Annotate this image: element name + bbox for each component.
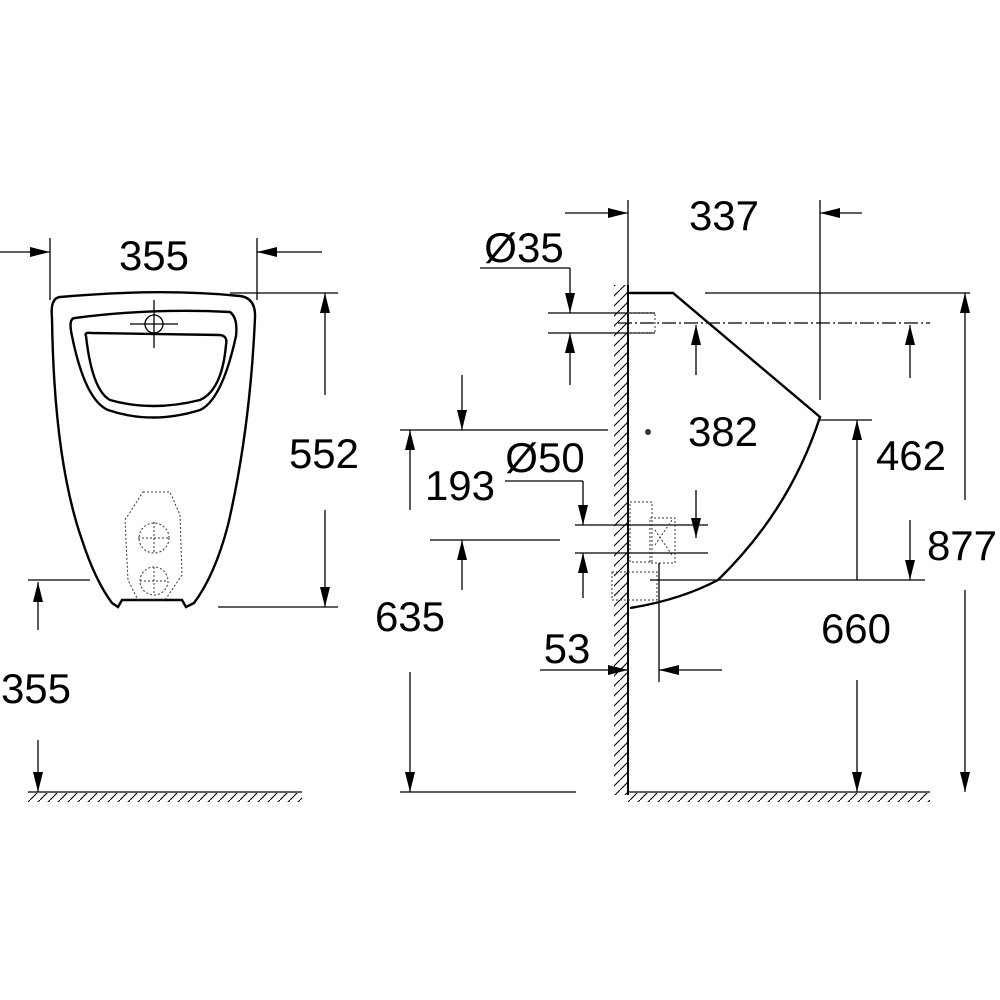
front-view: 355 552 355: [0, 232, 359, 802]
dim-877: 877: [927, 522, 997, 569]
floor-hatch: [28, 793, 302, 802]
height-dimension: 552: [289, 430, 359, 477]
inlet-diameter-label: Ø35: [484, 224, 563, 271]
trap-hidden: [611, 501, 676, 601]
dim-193: 193: [425, 462, 495, 509]
dim-462: 462: [876, 432, 946, 479]
dim-660: 660: [821, 605, 891, 652]
depth-dimension: 337: [689, 192, 759, 239]
urinal-side-outline: [628, 291, 822, 610]
dim-635: 635: [375, 593, 445, 640]
bowl-inner: [84, 331, 228, 408]
outlet-diameter-label: Ø50: [505, 434, 584, 481]
dim-53: 53: [544, 625, 591, 672]
center-mark-icon: [645, 429, 651, 435]
urinal-front-outline: [50, 291, 257, 609]
width-dimension: 355: [119, 232, 189, 279]
outlet-circle: [138, 522, 170, 554]
bowl-rim: [69, 309, 238, 419]
mount-height-dimension: 355: [1, 665, 71, 712]
dim-382: 382: [688, 408, 758, 455]
wall-hatch: [614, 285, 627, 795]
side-view: 337 Ø35 382 462 877 660: [375, 192, 997, 802]
floor-hatch: [628, 793, 930, 802]
